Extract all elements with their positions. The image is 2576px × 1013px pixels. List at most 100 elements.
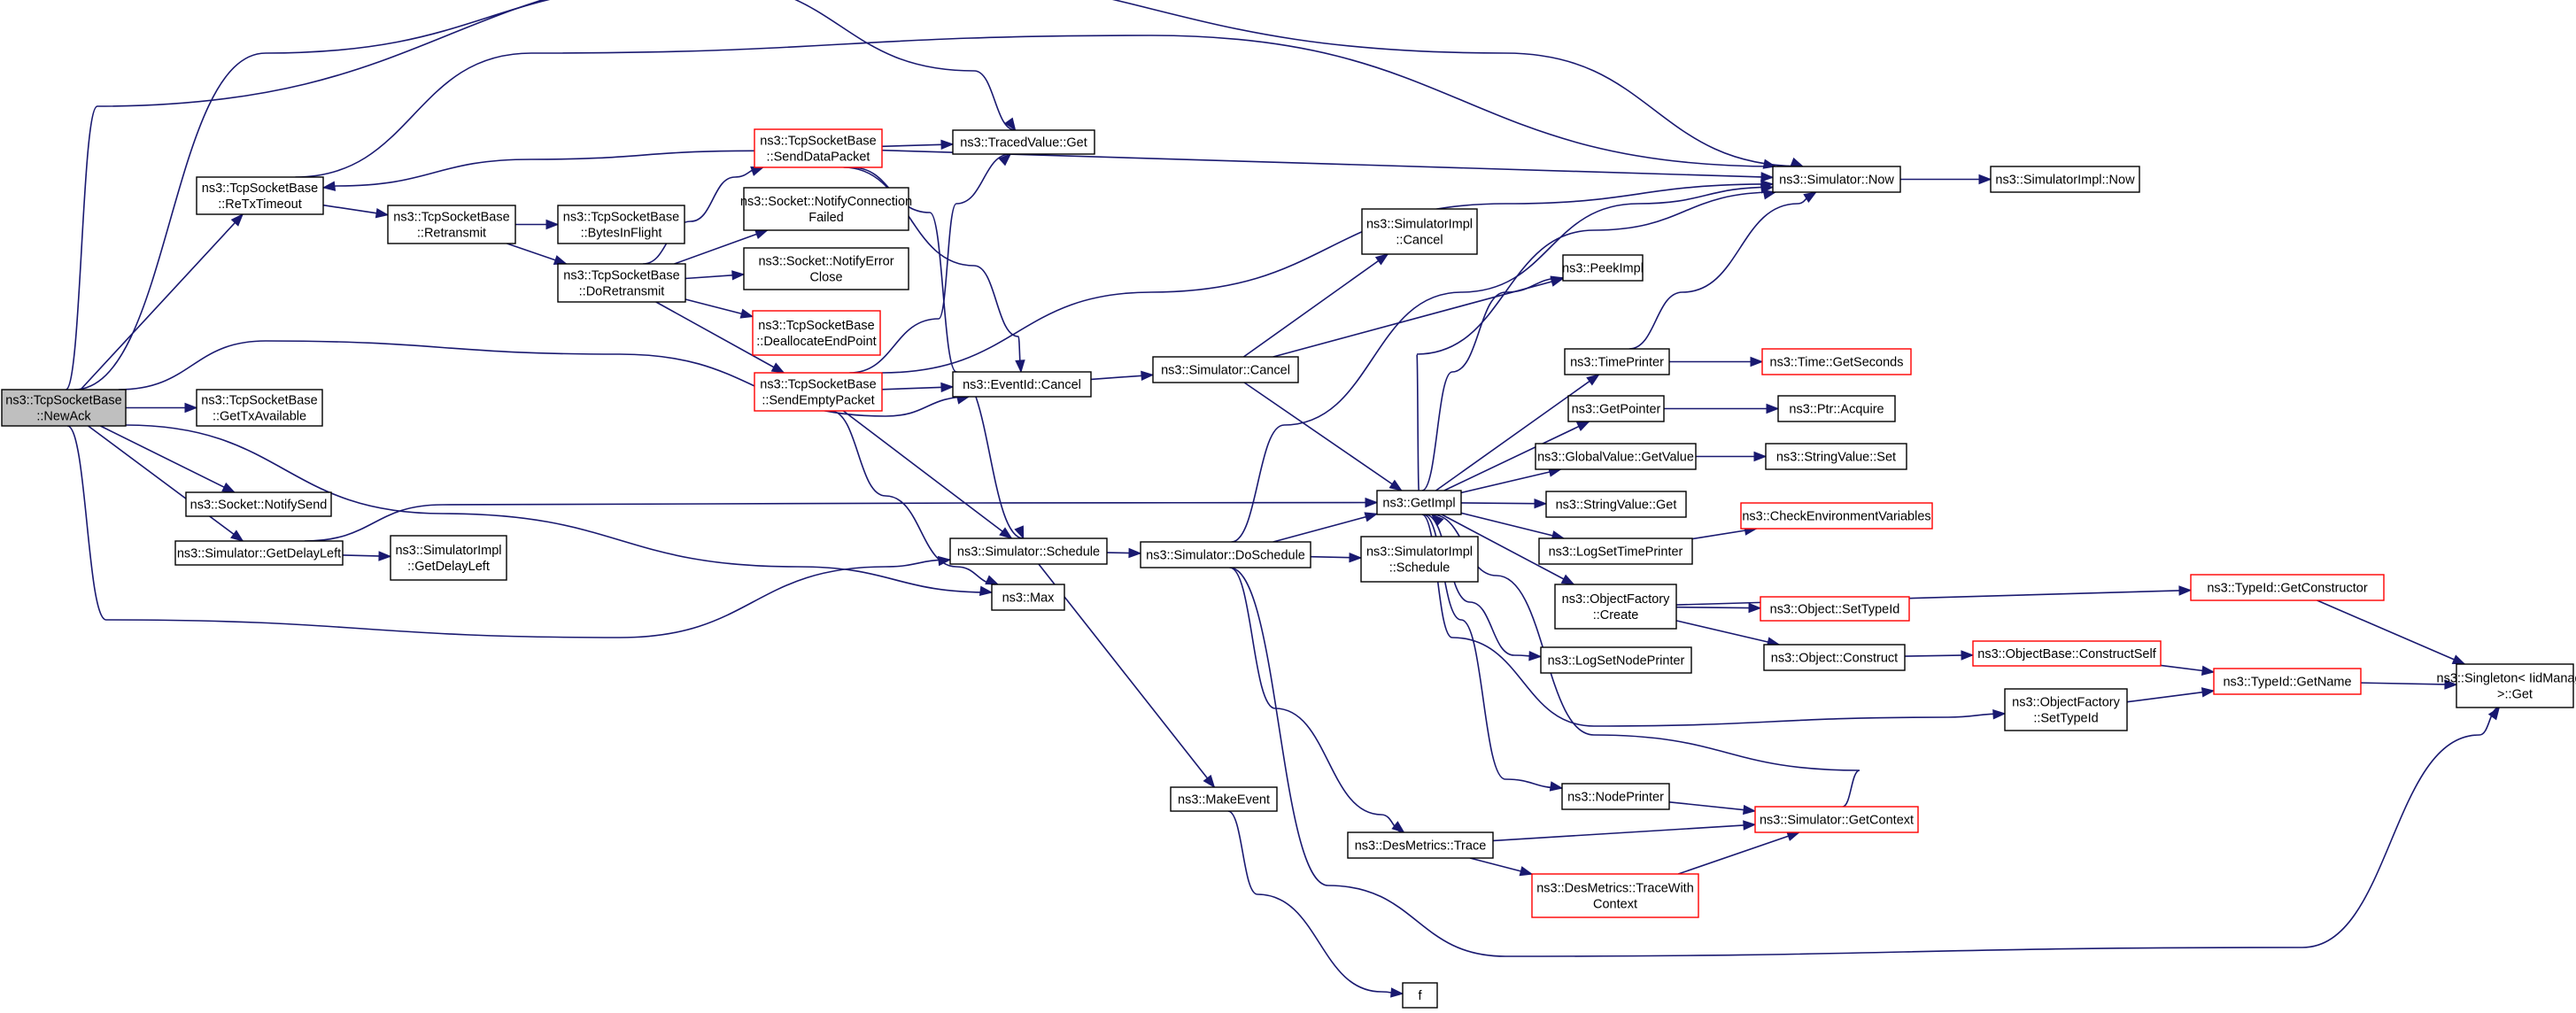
node-senddatapacket[interactable]: ns3::TcpSocketBase::SendDataPacket <box>754 128 883 168</box>
node-box <box>2213 668 2362 695</box>
edge-line <box>88 425 244 542</box>
node-simcancel[interactable]: ns3::Simulator::Cancel <box>1152 356 1299 383</box>
node-max[interactable]: ns3::Max <box>991 584 1065 611</box>
node-makeevent[interactable]: ns3::MakeEvent <box>1170 786 1278 812</box>
node-objsettypeid[interactable]: ns3::Object::SetTypeId <box>1760 596 1910 622</box>
node-stringvalueget[interactable]: ns3::StringValue::Get <box>1545 491 1687 518</box>
edge-line <box>1441 514 1574 585</box>
node-box <box>1740 502 1933 530</box>
node-tracedvalueget[interactable]: ns3::TracedValue::Get <box>952 129 1095 155</box>
node-doretransmit[interactable]: ns3::TcpSocketBase::DoRetransmit <box>557 263 686 303</box>
node-typeidgetconstructor[interactable]: ns3::TypeId::GetConstructor <box>2190 574 2385 601</box>
node-globalvalue[interactable]: ns3::GlobalValue::GetValue <box>1535 443 1697 470</box>
node-impl_schedule[interactable]: ns3::SimulatorImpl::Schedule <box>1360 536 1479 583</box>
node-box <box>2190 574 2385 601</box>
node-logsetnodeprinter[interactable]: ns3::LogSetNodePrinter <box>1540 646 1692 674</box>
node-retxtimeout[interactable]: ns3::TcpSocketBase::ReTxTimeout <box>196 176 324 215</box>
edges-layer <box>65 0 2501 998</box>
edge-line <box>1243 382 1403 491</box>
arrowhead-icon <box>985 575 1000 585</box>
node-label: ::Cancel <box>1396 234 1443 248</box>
node-ptracquire[interactable]: ns3::Ptr::Acquire <box>1777 395 1896 422</box>
node-doschedule[interactable]: ns3::Simulator::DoSchedule <box>1140 541 1311 568</box>
edge-line <box>1675 606 1761 609</box>
edge-getimpl-to-objfactorysettypeid <box>1421 514 2007 727</box>
node-getcontext[interactable]: ns3::Simulator::GetContext <box>1754 806 1919 833</box>
node-logsettimeprinter[interactable]: ns3::LogSetTimePrinter <box>1538 537 1693 565</box>
arrowhead-icon <box>937 555 952 567</box>
edge-doschedule-to-desmetricstrace <box>1229 567 1405 833</box>
node-box <box>1545 491 1687 518</box>
node-timeprinter[interactable]: ns3::TimePrinter <box>1564 348 1670 375</box>
node-sendemptypacket[interactable]: ns3::TcpSocketBase::SendEmptyPacket <box>754 372 883 412</box>
node-getimpl[interactable]: ns3::GetImpl <box>1376 490 1462 515</box>
edge-sendemptypacket-to-schedule <box>842 410 1013 539</box>
node-simnow[interactable]: ns3::Simulator::Now <box>1772 166 1901 193</box>
node-nodeprinter[interactable]: ns3::NodePrinter <box>1561 783 1670 810</box>
arrowhead-icon <box>378 551 392 561</box>
node-box <box>1347 831 1494 859</box>
node-desmetricstrace[interactable]: ns3::DesMetrics::Trace <box>1347 831 1494 859</box>
edge-line <box>295 35 1775 178</box>
node-stringvalueset[interactable]: ns3::StringValue::Set <box>1765 443 1907 470</box>
edge-retxtimeout-to-retransmit <box>322 204 390 219</box>
node-newack[interactable]: ns3::TcpSocketBase::NewAck <box>1 389 127 427</box>
node-deallocateendpoint[interactable]: ns3::TcpSocketBase::DeallocateEndPoint <box>752 310 881 356</box>
edge-line <box>1677 831 1800 875</box>
edge-line <box>1431 514 1860 808</box>
edge-line <box>1443 421 1590 491</box>
node-label: ns3::TimePrinter <box>1570 356 1664 370</box>
node-label: ::SendDataPacket <box>767 151 870 165</box>
node-getdelayleft[interactable]: ns3::Simulator::GetDelayLeft <box>174 540 344 566</box>
node-typeidgetname[interactable]: ns3::TypeId::GetName <box>2213 668 2362 695</box>
node-timegetseconds[interactable]: ns3::Time::GetSeconds <box>1761 348 1912 375</box>
node-impl_cancel[interactable]: ns3::SimulatorImpl::Cancel <box>1361 208 1478 255</box>
node-gettxavailable[interactable]: ns3::TcpSocketBase::GetTxAvailable <box>196 389 323 427</box>
nodes-layer: ns3::TcpSocketBase::NewAck ns3::TcpSocket… <box>1 128 2576 1009</box>
node-peekimpl[interactable]: ns3::PeekImpl <box>1562 254 1644 282</box>
node-notifysend[interactable]: ns3::Socket::NotifySend <box>185 491 332 517</box>
node-getpointer[interactable]: ns3::GetPointer <box>1567 395 1665 422</box>
edge-line <box>322 150 755 189</box>
node-eventidcancel[interactable]: ns3::EventId::Cancel <box>952 371 1092 398</box>
edge-line <box>65 0 1803 391</box>
arrowhead-icon <box>998 153 1012 166</box>
node-retransmit[interactable]: ns3::TcpSocketBase::Retransmit <box>387 205 516 244</box>
node-impl_now[interactable]: ns3::SimulatorImpl::Now <box>1990 166 2140 193</box>
edge-typeidgetconstructor-to-singletonget <box>2317 599 2466 665</box>
arrowhead-icon <box>221 482 236 493</box>
node-box <box>754 128 883 168</box>
edge-sendemptypacket-to-eventidcancel <box>881 382 955 393</box>
edge-objfactorycreate-to-objconstruct <box>1675 620 1781 647</box>
edge-doschedule-to-singletonget <box>1229 567 2501 957</box>
node-label: ::DeallocateEndPoint <box>756 335 876 349</box>
node-label: ns3::Socket::NotifySend <box>190 499 328 513</box>
arrowhead-icon <box>2487 706 2501 721</box>
arrowhead-icon <box>1128 547 1142 559</box>
node-singletonget[interactable]: ns3::Singleton< IidManager>::Get <box>2437 663 2576 708</box>
node-label: ::NewAck <box>36 410 91 424</box>
node-checkenv[interactable]: ns3::CheckEnvironmentVariables <box>1740 502 1933 530</box>
edge-line <box>1460 502 1547 505</box>
node-box <box>743 247 909 290</box>
edge-desmetricstrace-to-getcontext <box>1492 820 1757 842</box>
node-box <box>752 310 881 356</box>
node-objbaseconstructself[interactable]: ns3::ObjectBase::ConstructSelf <box>1972 640 2162 667</box>
node-label: ns3::ObjectFactory <box>2012 696 2120 710</box>
edge-senddatapacket-to-simnow <box>881 149 1775 182</box>
node-impl_getdelayleft[interactable]: ns3::SimulatorImpl::GetDelayLeft <box>390 535 507 581</box>
edge-line <box>304 501 1378 542</box>
node-objfactorycreate[interactable]: ns3::ObjectFactory::Create <box>1554 584 1677 630</box>
arrowhead-icon <box>1560 574 1575 585</box>
node-box <box>185 491 332 517</box>
arrowhead-icon <box>739 308 754 319</box>
node-f[interactable]: f <box>1402 982 1438 1009</box>
node-schedule[interactable]: ns3::Simulator::Schedule <box>949 537 1108 565</box>
node-box <box>1376 490 1462 515</box>
node-objfactorysettypeid[interactable]: ns3::ObjectFactory::SetTypeId <box>2004 688 2128 731</box>
node-bytesinflight[interactable]: ns3::TcpSocketBase::BytesInFlight <box>557 205 685 244</box>
node-objconstruct[interactable]: ns3::Object::Construct <box>1763 644 1906 671</box>
